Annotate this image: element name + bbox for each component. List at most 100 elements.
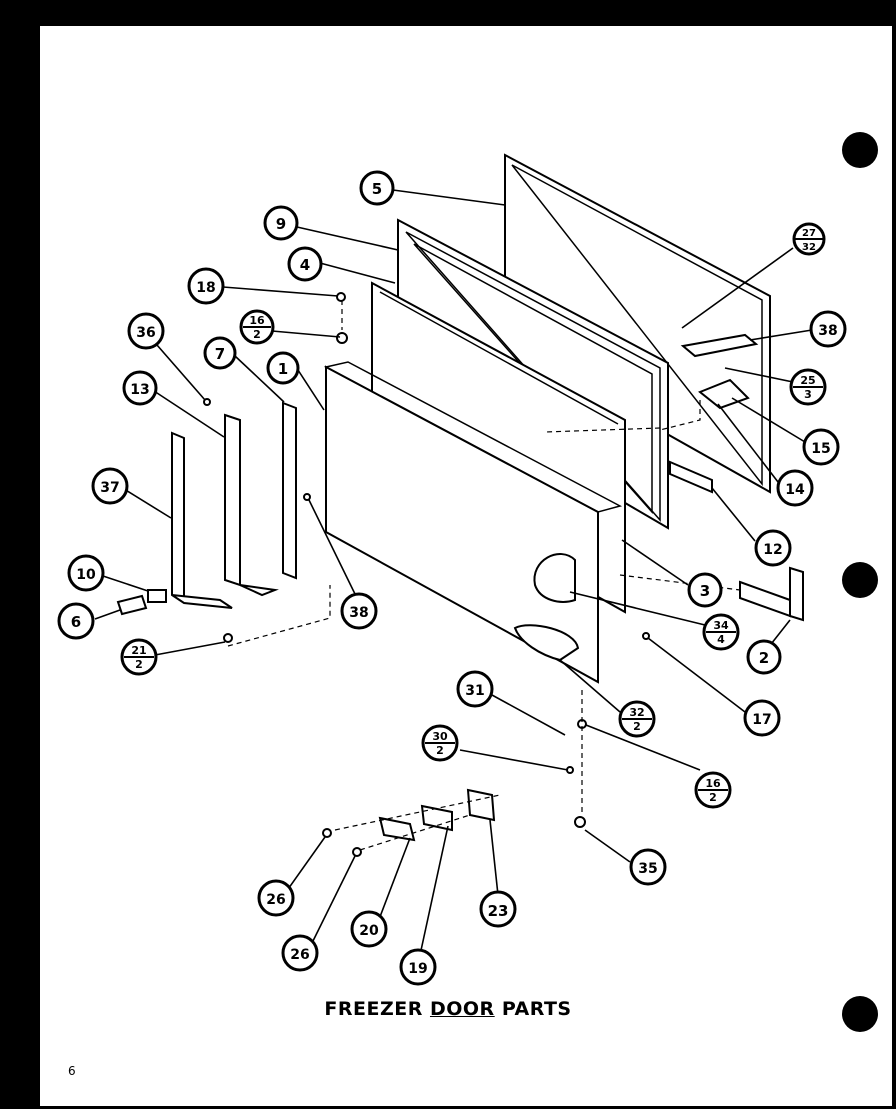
callout-13: 13	[122, 370, 158, 406]
diagram-title: FREEZER DOOR PARTS	[0, 998, 896, 1020]
callout-26-upper: 26	[257, 879, 295, 917]
binder-hole-bottom	[842, 996, 878, 1032]
svg-text:31: 31	[465, 683, 484, 699]
callout-14: 14	[776, 469, 814, 507]
svg-text:27: 27	[802, 228, 816, 239]
svg-text:14: 14	[785, 482, 805, 498]
callout-38-left: 38	[340, 592, 378, 630]
svg-text:23: 23	[488, 902, 509, 920]
svg-text:2: 2	[709, 791, 717, 804]
callout-31: 31	[456, 670, 494, 708]
callout-21-over-2: 21 2	[120, 638, 158, 676]
callout-38-right: 38	[809, 310, 847, 348]
part-hinge-plate-23	[466, 788, 496, 822]
callout-6: 6	[57, 602, 95, 640]
part-hinge-bracket-36	[224, 413, 279, 597]
svg-text:2: 2	[633, 720, 641, 733]
callout-36: 36	[127, 312, 165, 350]
svg-text:2: 2	[759, 649, 769, 667]
svg-text:26: 26	[290, 947, 309, 963]
callout-34-over-4: 34 4	[702, 613, 740, 651]
callout-10: 10	[67, 554, 105, 592]
title-word-1: FREEZER	[324, 998, 423, 1020]
callout-27-over-32: 27 32	[792, 222, 826, 256]
part-plug-6	[116, 594, 148, 616]
svg-text:10: 10	[76, 567, 96, 583]
svg-text:30: 30	[432, 730, 448, 743]
svg-text:38: 38	[818, 323, 837, 339]
svg-text:32: 32	[629, 706, 644, 719]
callout-18: 18	[187, 267, 225, 305]
callout-26-lower: 26	[281, 934, 319, 972]
part-door-panel	[323, 361, 623, 684]
part-small-fasteners	[203, 292, 650, 857]
svg-text:4: 4	[300, 256, 310, 274]
svg-text:34: 34	[713, 619, 729, 632]
svg-text:19: 19	[408, 961, 427, 977]
part-rail-12	[669, 460, 713, 494]
svg-text:13: 13	[130, 382, 149, 398]
svg-text:5: 5	[372, 180, 382, 198]
callout-7: 7	[203, 336, 237, 370]
callout-3: 3	[687, 572, 723, 608]
callout-23: 23	[479, 890, 517, 928]
callout-9: 9	[263, 205, 299, 241]
svg-text:1: 1	[278, 360, 288, 378]
svg-text:16: 16	[705, 777, 721, 790]
callout-35: 35	[629, 848, 667, 886]
callout-37: 37	[91, 467, 129, 505]
callout-2: 2	[746, 639, 782, 675]
svg-text:2: 2	[135, 658, 143, 671]
svg-text:38: 38	[349, 605, 368, 621]
svg-text:12: 12	[763, 542, 782, 558]
svg-text:2: 2	[253, 328, 261, 341]
part-door-trim-7	[282, 401, 297, 580]
svg-text:18: 18	[196, 280, 215, 296]
callout-16-over-2-upper: 16 2	[239, 309, 275, 345]
svg-text:25: 25	[800, 374, 815, 387]
svg-text:3: 3	[804, 388, 812, 401]
svg-text:35: 35	[638, 861, 657, 877]
svg-text:16: 16	[249, 314, 265, 327]
binder-hole-top	[842, 132, 878, 168]
callout-19: 19	[399, 948, 437, 986]
callout-16-over-2-lower: 16 2	[694, 771, 732, 809]
svg-text:17: 17	[752, 712, 771, 728]
part-handle	[513, 553, 580, 662]
part-bracket-38-top	[680, 333, 759, 358]
svg-text:2: 2	[436, 744, 444, 757]
callout-15: 15	[802, 428, 840, 466]
callout-12: 12	[754, 529, 792, 567]
svg-text:32: 32	[802, 242, 816, 253]
callout-32-over-2: 32 2	[618, 700, 656, 738]
callout-17: 17	[743, 699, 781, 737]
callout-25-over-3: 25 3	[789, 368, 827, 406]
title-word-3: PARTS	[501, 998, 572, 1020]
leader-lines	[94, 189, 813, 956]
part-hinge-bracket-13	[171, 431, 233, 609]
svg-text:9: 9	[276, 215, 286, 233]
svg-text:15: 15	[811, 441, 830, 457]
svg-text:3: 3	[700, 582, 710, 600]
part-bushing-20	[378, 816, 416, 842]
svg-text:36: 36	[136, 325, 155, 341]
binder-hole-middle	[842, 562, 878, 598]
svg-text:37: 37	[100, 480, 119, 496]
title-word-2: DOOR	[429, 998, 495, 1020]
svg-text:4: 4	[717, 633, 725, 646]
svg-text:26: 26	[266, 892, 285, 908]
svg-text:6: 6	[71, 613, 81, 631]
svg-text:7: 7	[215, 345, 225, 363]
callout-4: 4	[287, 246, 323, 282]
callout-30-over-2: 30 2	[421, 724, 459, 762]
callout-20: 20	[350, 910, 388, 948]
part-hinge-2	[739, 566, 804, 622]
svg-text:21: 21	[131, 644, 146, 657]
callout-5: 5	[359, 170, 395, 206]
page-number: 6	[68, 1064, 76, 1078]
part-clip-10	[147, 589, 167, 603]
callout-1: 1	[266, 351, 300, 385]
svg-text:20: 20	[359, 923, 379, 939]
